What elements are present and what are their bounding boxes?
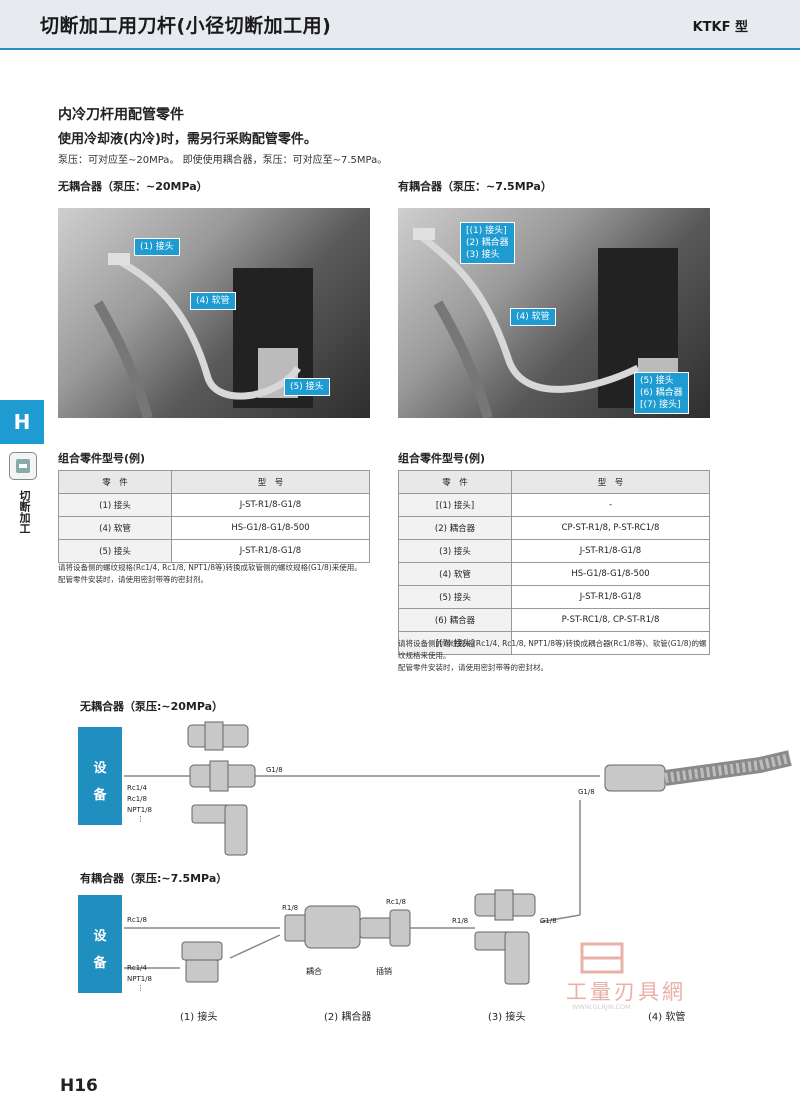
thread-label: NPT1/8 — [127, 975, 152, 983]
right-note-1-cont: 纹规格来使用。 — [398, 651, 451, 660]
right-table-title: 组合零件型号(例) — [398, 452, 486, 465]
watermark-logo — [580, 942, 624, 974]
elbow-fitting — [191, 804, 248, 856]
caption-joint-1: (1) 接头 — [180, 1012, 218, 1023]
device-label-bottom: 备 — [93, 956, 107, 971]
diagram-label-with-coupler: 有耦合器（泵压:∼7.5MPa） — [80, 872, 228, 885]
left-note-1: 请将设备侧的螺纹规格(Rc1/4, Rc1/8, NPT1/8等)转换成软管侧的… — [58, 563, 362, 572]
right-note-2: 配管零件安装时，请使用密封带等的密封材。 — [398, 663, 548, 672]
device-label-bottom: 备 — [93, 788, 107, 803]
cell-part: (1) 接头 — [58, 493, 172, 517]
straight-fitting-1 — [187, 721, 249, 751]
table-header-model: 型 号 — [171, 470, 370, 494]
cell-part: (4) 软管 — [398, 562, 512, 586]
thread-label: Rc1/8 — [127, 916, 147, 924]
section-title: 内冷刀杆用配管零件 — [58, 107, 184, 123]
right-column-title: 有耦合器（泵压：∼7.5MPa） — [398, 180, 552, 193]
braided-hose — [604, 750, 792, 792]
model-label: KTKF 型 — [692, 20, 748, 35]
page-header — [0, 0, 800, 48]
section-subtitle: 使用冷却液(内冷)时，需另行采购配管零件。 — [58, 132, 317, 147]
thread-label: Rc1/8 — [127, 795, 147, 803]
section-note: 泵压：可对应至∼20MPa。 即使使用耦合器，泵压：可对应至∼7.5MPa。 — [58, 155, 388, 166]
section-tab[interactable]: H — [0, 400, 44, 444]
plug-fitting — [359, 909, 411, 947]
thread-label: NPT1/8 — [127, 806, 152, 814]
page-title: 切断加工用刀杆(小径切断加工用) — [40, 15, 332, 37]
left-machine-photo: (1) 接头 (4) 软管 (5) 接头 — [58, 208, 370, 418]
table-row: [(1) 接头]- — [398, 493, 710, 517]
callout-coupler-set-1: [(1) 接头] (2) 耦合器 (3) 接头 — [460, 222, 515, 264]
cell-part: (5) 接头 — [398, 585, 512, 609]
cell-model: J-ST-R1/8-G1/8 — [171, 493, 370, 517]
cell-model: CP-ST-R1/8, P-ST-RC1/8 — [511, 516, 710, 540]
cell-part: [(7) 接头] — [398, 631, 512, 655]
elbow-fitting-2 — [474, 931, 530, 985]
device-label-top: 设 — [93, 929, 107, 944]
caption-hose: (4) 软管 — [648, 1012, 686, 1023]
right-machine-photo: [(1) 接头] (2) 耦合器 (3) 接头 (4) 软管 (5) 接头 (6… — [398, 208, 710, 418]
device-label-top: 设 — [93, 761, 107, 776]
plug-label: 插销 — [376, 967, 392, 976]
device-box-2: 设 备 — [78, 895, 122, 993]
table-row: [(7) 接头]- — [398, 631, 710, 655]
diagram-label-no-coupler: 无耦合器（泵压:∼20MPa） — [80, 700, 224, 713]
cell-part: (4) 软管 — [58, 516, 172, 540]
watermark-url: WWW.GLRJW.COM — [572, 1003, 631, 1011]
coupler-fitting — [284, 905, 361, 949]
thread-label: G1/8 — [540, 917, 557, 925]
adapter-fitting — [181, 941, 223, 983]
side-tab-label: 切断加工 — [18, 490, 31, 534]
thread-label: Rc1/8 — [386, 898, 406, 906]
callout-joint-1: (1) 接头 — [134, 238, 180, 256]
straight-fitting-2 — [189, 760, 256, 792]
straight-fitting-3 — [474, 889, 536, 921]
thread-label: Rc1/4 — [127, 784, 147, 792]
cell-part: [(1) 接头] — [398, 493, 512, 517]
cutting-tool-icon — [9, 452, 37, 480]
table-header-part: 零 件 — [398, 470, 512, 494]
thread-label: G1/8 — [578, 788, 595, 796]
callout-joint-5: (5) 接头 — [284, 378, 330, 396]
table-header-part: 零 件 — [58, 470, 172, 494]
left-column-title: 无耦合器（泵压：∼20MPa） — [58, 180, 208, 193]
thread-label: R1/8 — [282, 904, 299, 912]
cell-part: (5) 接头 — [58, 539, 172, 563]
header-divider — [0, 48, 800, 50]
cell-model: J-ST-R1/8-G1/8 — [511, 539, 710, 563]
left-note-2: 配管零件安装时，请使用密封带等的密封剂。 — [58, 575, 208, 584]
cell-model: - — [511, 493, 710, 517]
callout-hose: (4) 软管 — [510, 308, 556, 326]
hose-illustration — [93, 253, 313, 418]
cell-model: J-ST-R1/8-G1/8 — [171, 539, 370, 563]
thread-label: Rc1/4 — [127, 964, 147, 972]
coupler-label: 耦合 — [306, 967, 322, 976]
caption-joint-3: (3) 接头 — [488, 1012, 526, 1023]
device-box-1: 设 备 — [78, 727, 122, 825]
thread-label: ⋮ — [137, 984, 144, 992]
caption-coupler: (2) 耦合器 — [324, 1012, 372, 1023]
thread-label: G1/8 — [266, 766, 283, 774]
callout-coupler-set-2: (5) 接头 (6) 耦合器 [(7) 接头] — [634, 372, 689, 414]
page-number: H16 — [60, 1076, 98, 1096]
right-note-1: 请将设备侧的螺纹规格(Rc1/4, Rc1/8, NPT1/8等)转换成耦合器(… — [398, 639, 707, 648]
watermark-text: 工量刃具網 — [566, 980, 686, 1004]
thread-label: R1/8 — [452, 917, 469, 925]
hose-illustration — [413, 228, 678, 418]
table-header-model: 型 号 — [511, 470, 710, 494]
left-table-title: 组合零件型号(例) — [58, 452, 146, 465]
cell-model: - — [511, 631, 710, 655]
thread-label: ⋮ — [137, 815, 144, 823]
callout-hose: (4) 软管 — [190, 292, 236, 310]
